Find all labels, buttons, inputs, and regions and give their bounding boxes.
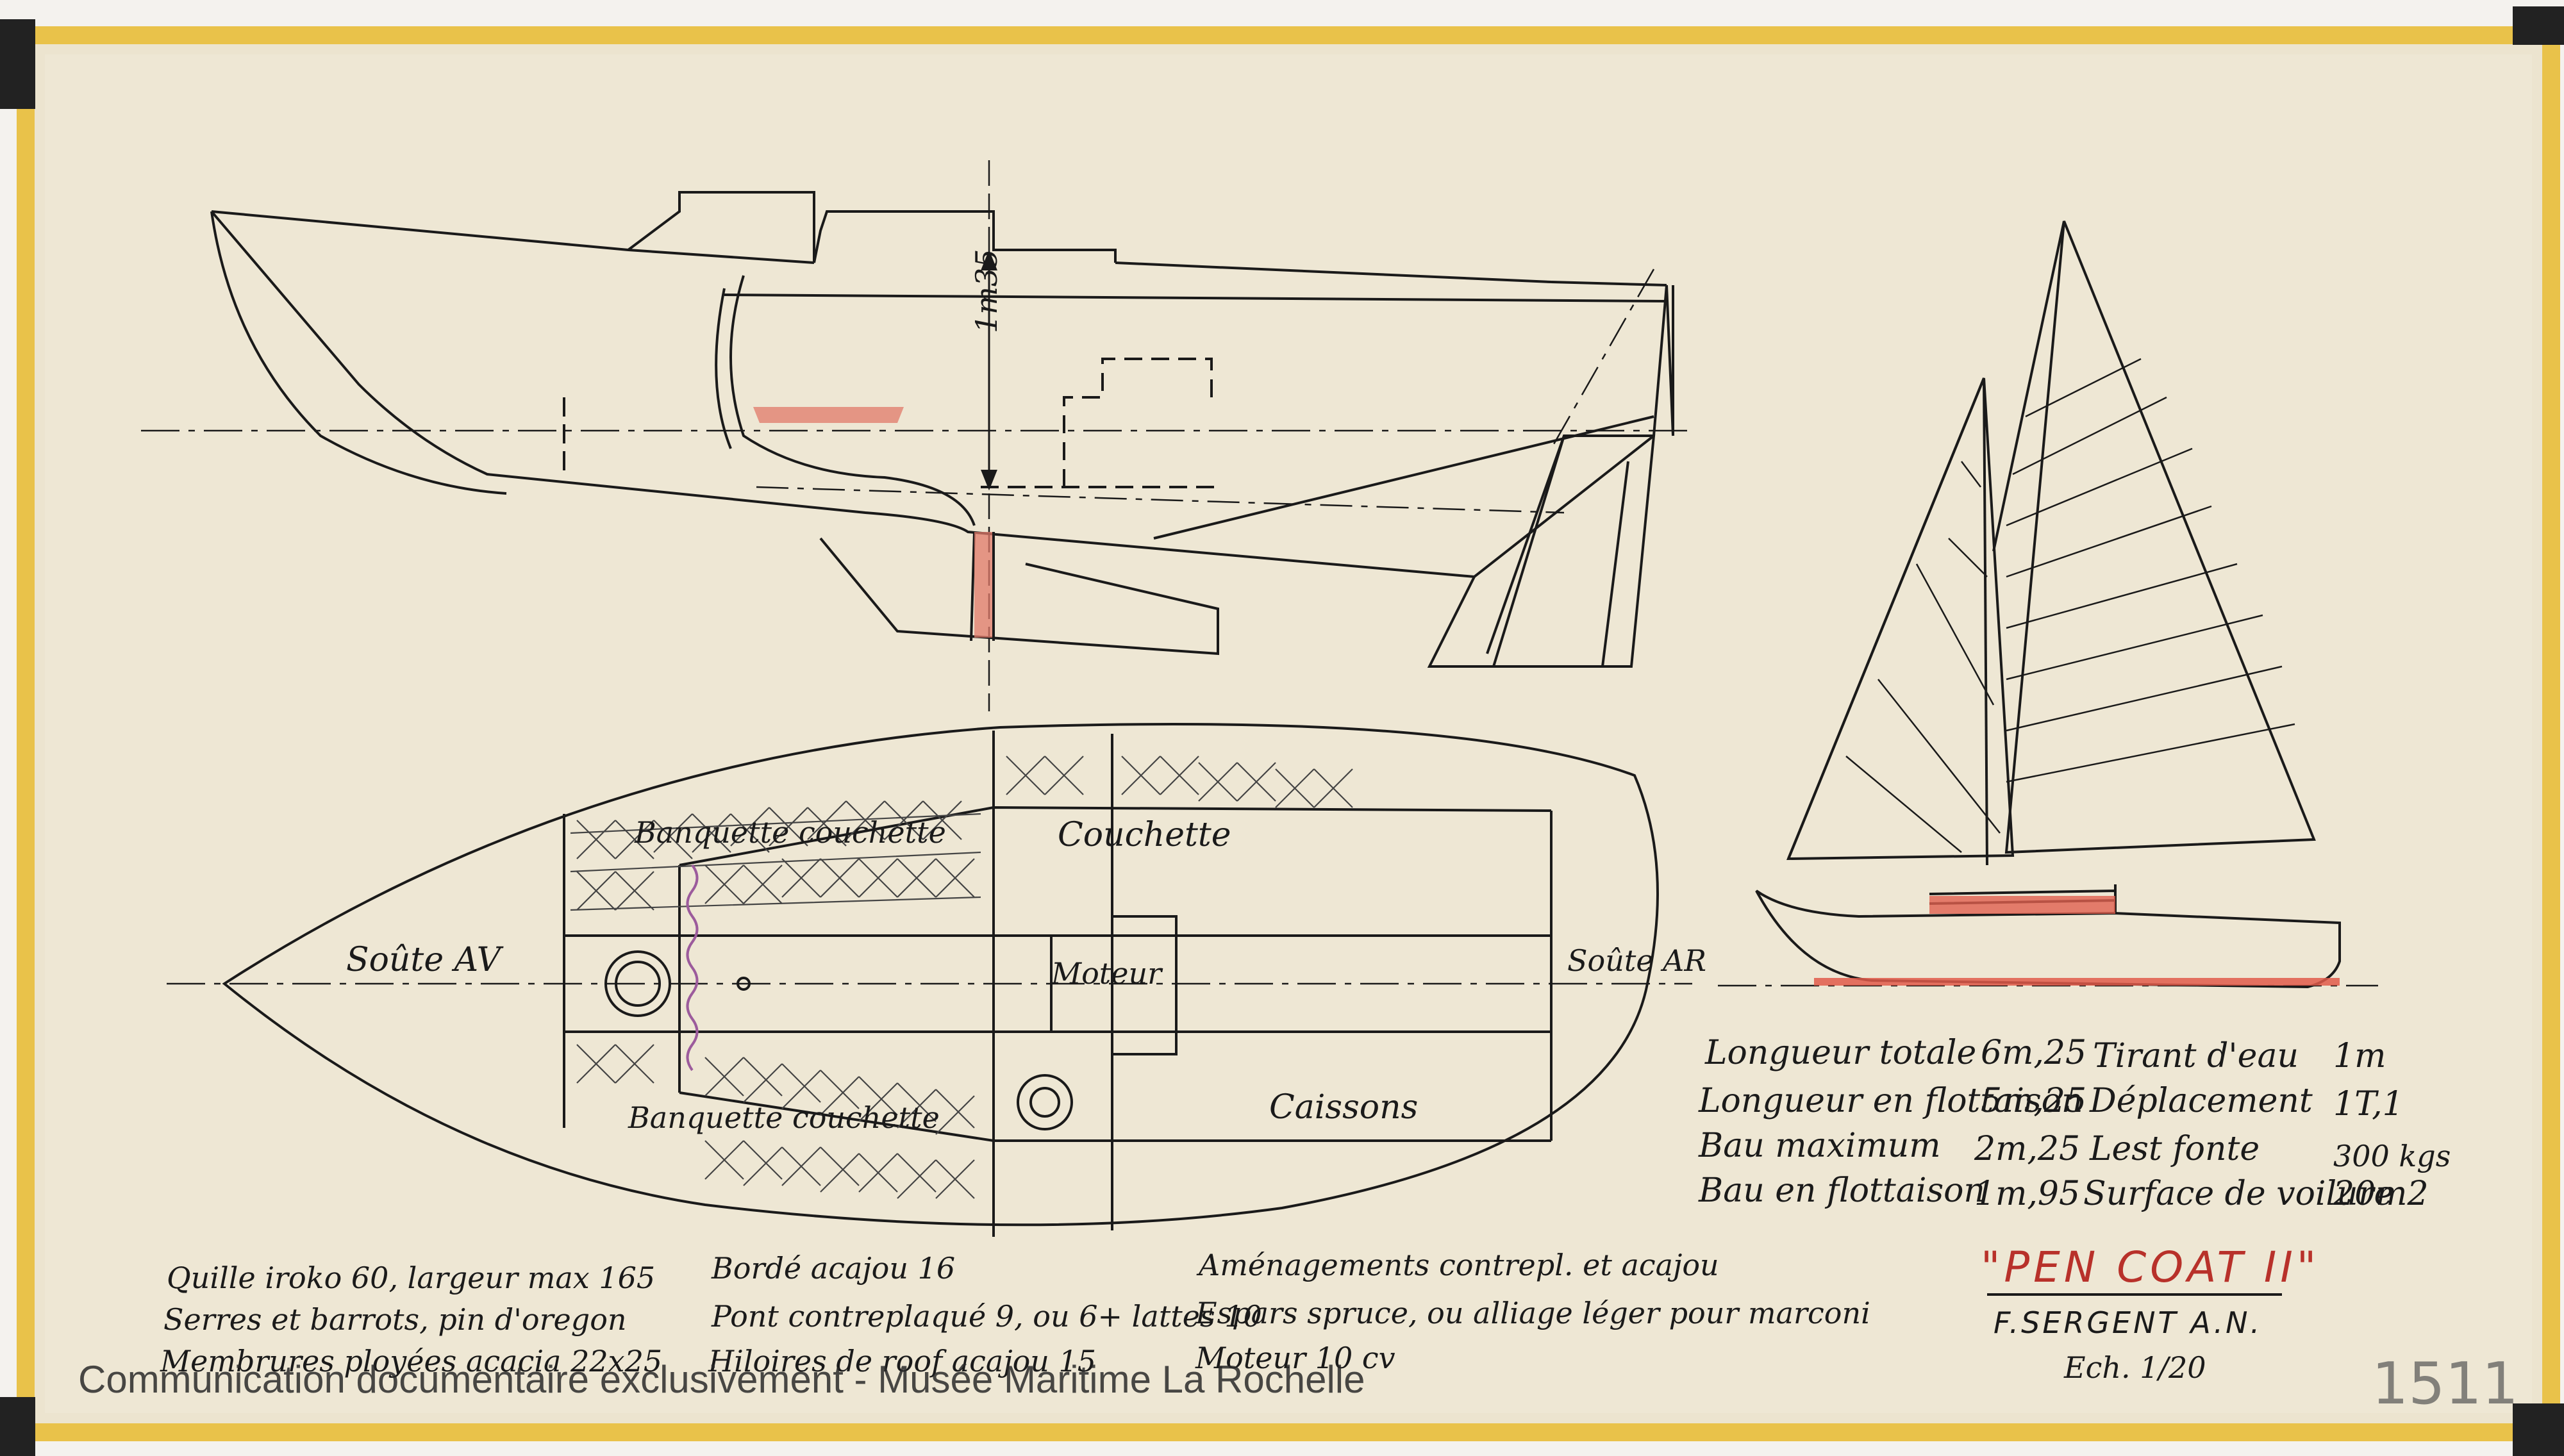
crosshatch-areas xyxy=(570,756,1353,1199)
label-soute-ar: Soûte AR xyxy=(1567,943,1706,978)
top-plan xyxy=(167,723,1692,1237)
label-banquette-top: Banquette couchette xyxy=(634,815,946,850)
spec-right-label-0: Tirant d'eau xyxy=(2093,1037,2299,1075)
spec-left-value-2: 2m,25 xyxy=(1974,1130,2080,1168)
note-7: Espars spruce, ou alliage léger pour mar… xyxy=(1195,1296,1870,1330)
deck-red-stripe xyxy=(1929,896,2115,914)
spec-right-value-2: 300 kgs xyxy=(2333,1139,2451,1173)
note-3: Bordé acajou 16 xyxy=(711,1251,955,1286)
spec-left-value-0: 6m,25 xyxy=(1981,1034,2086,1072)
spec-right-value-0: 1m xyxy=(2333,1037,2386,1075)
museum-caption: Communication documentaire exclusivement… xyxy=(78,1358,1365,1401)
spec-right-label-2: Lest fonte xyxy=(2089,1130,2260,1168)
spec-left-label-1: Longueur en flottaison xyxy=(1698,1082,2083,1120)
spec-table: Longueur totale 6m,25 Longueur en flotta… xyxy=(1698,1034,2451,1213)
spec-left-label-0: Longueur totale xyxy=(1704,1034,1976,1072)
drawing-number: 1511 xyxy=(2372,1350,2518,1418)
note-8: Moteur 10 cv xyxy=(1195,1341,1395,1375)
dimension-label: 1m35 xyxy=(969,249,1004,333)
construction-notes: Quille iroko 60, largeur max 165 Serres … xyxy=(160,1248,1870,1378)
note-5: Hiloires de roof acajou 15 xyxy=(708,1344,1096,1378)
spec-left-value-1: 5m,25 xyxy=(1981,1082,2086,1120)
clip-top-left xyxy=(0,19,35,109)
label-caissons: Caissons xyxy=(1269,1088,1418,1127)
wavy-line xyxy=(686,864,699,1071)
label-banquette-bottom: Banquette couchette xyxy=(628,1100,940,1135)
clip-bottom-right xyxy=(2513,1403,2564,1456)
label-moteur: Moteur xyxy=(1051,956,1163,991)
hull-red-stripe xyxy=(1814,978,2340,986)
designer: F.SERGENT A.N. xyxy=(1994,1305,2262,1340)
spec-right-label-3: Surface de voilure xyxy=(2083,1175,2393,1213)
spec-left-value-3: 1m,95 xyxy=(1974,1175,2080,1213)
clip-bottom-left xyxy=(0,1397,35,1456)
side-profile xyxy=(141,160,1692,711)
keel-red-profile xyxy=(974,532,992,638)
clip-top-right xyxy=(2513,6,2564,45)
spec-right-value-3: 20m2 xyxy=(2333,1175,2429,1213)
note-1: Serres et barrots, pin d'oregon xyxy=(163,1302,627,1337)
spec-right-label-1: Déplacement xyxy=(2089,1082,2313,1120)
spec-right-value-1: 1T,1 xyxy=(2333,1085,2404,1123)
note-6: Aménagements contrepl. et acajou xyxy=(1196,1248,1719,1282)
ballast-red-profile xyxy=(753,407,904,423)
note-4: Pont contreplaqué 9, ou 6+ lattes 10 xyxy=(711,1299,1262,1334)
label-soute-av: Soûte AV xyxy=(346,941,504,979)
label-couchette: Couchette xyxy=(1058,816,1231,854)
spec-left-label-2: Bau maximum xyxy=(1698,1127,1941,1165)
spec-left-label-3: Bau en flottaison xyxy=(1698,1171,1985,1210)
scale: Ech. 1/20 xyxy=(2063,1350,2206,1385)
note-0: Quille iroko 60, largeur max 165 xyxy=(167,1261,655,1295)
boat-name: "PEN COAT II" xyxy=(1981,1243,2320,1292)
note-2: Membrures ployées acacia 22x25 xyxy=(160,1344,662,1378)
